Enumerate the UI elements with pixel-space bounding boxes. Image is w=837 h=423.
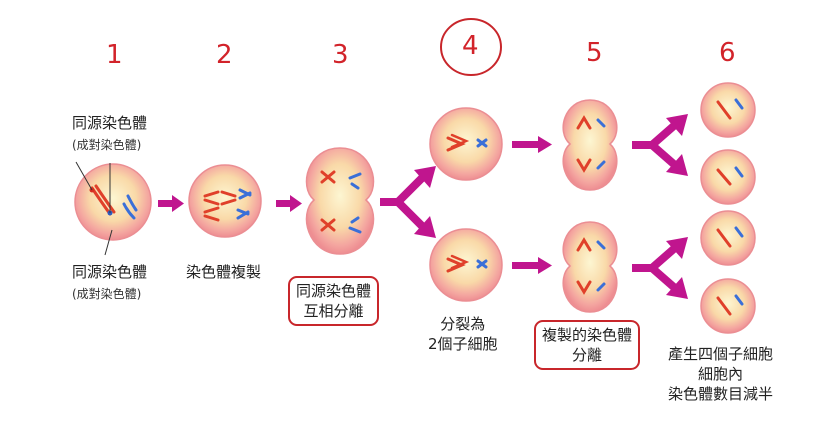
cell-step5-bottom: [562, 221, 618, 313]
step-number-2: 2: [216, 40, 233, 70]
chromosome-blue: [348, 172, 362, 234]
label-step5-line1: 複製的染色體: [542, 326, 633, 344]
label-homologous-bottom-sub: (成對染色體): [72, 287, 142, 301]
label-homologous-top-sub: (成對染色體): [72, 138, 142, 152]
fork-arrow-step5-to-6-bottom: [632, 237, 688, 299]
cell-step6-2: [700, 149, 756, 205]
chromosome-blue: [122, 194, 138, 220]
step-number-6: 6: [719, 38, 736, 68]
label-step4-line1: 分裂為: [440, 315, 486, 333]
label-step3-line2: 互相分離: [303, 302, 364, 320]
label-step6-line3: 染色體數目減半: [668, 385, 774, 403]
cell-step6-4: [700, 278, 756, 334]
cell-step4-bottom: [429, 228, 503, 302]
cell-step4-top: [429, 107, 503, 181]
step-number-5: 5: [586, 38, 603, 68]
chromosome-blue: [236, 188, 252, 220]
label-step4: 分裂為 2個子細胞: [428, 314, 498, 354]
label-homologous-top: 同源染色體: [72, 114, 148, 132]
cell-step2: [188, 164, 262, 238]
arrow-step2-to-3: [276, 195, 302, 212]
cell-step1: [74, 161, 152, 256]
cell-step6-1: [700, 82, 756, 138]
cell-step3: [305, 147, 375, 255]
fork-arrow-step5-to-6-top: [632, 114, 688, 176]
fork-arrow-step3-to-4: [380, 166, 436, 238]
label-step5-box: 複製的染色體 分離: [534, 320, 641, 370]
label-step4-line2: 2個子細胞: [428, 335, 498, 353]
step-number-4: 4: [462, 31, 479, 61]
label-step6: 產生四個子細胞 細胞內 染色體數目減半: [668, 344, 773, 404]
label-step6-line2: 細胞內: [698, 365, 744, 383]
arrows: [158, 114, 688, 299]
label-step3-box: 同源染色體 互相分離: [288, 276, 380, 326]
step4-highlight-circle: [440, 18, 502, 76]
label-homologous-bottom: 同源染色體: [72, 263, 148, 281]
arrow-step1-to-2: [158, 195, 184, 212]
step-number-3: 3: [332, 40, 349, 70]
arrow-step4-to-5-bottom: [512, 257, 552, 274]
label-step3-line1: 同源染色體: [296, 282, 372, 300]
label-step2: 染色體複製: [186, 263, 262, 281]
label-step6-line1: 產生四個子細胞: [668, 345, 774, 363]
label-step5-line2: 分離: [572, 346, 603, 364]
arrow-step4-to-5-top: [512, 136, 552, 153]
step-number-1: 1: [106, 40, 123, 70]
cell-step5-top: [562, 99, 618, 191]
chromosome-red: [203, 190, 237, 222]
cell-step6-3: [700, 210, 756, 266]
chromosome-red: [320, 170, 336, 232]
